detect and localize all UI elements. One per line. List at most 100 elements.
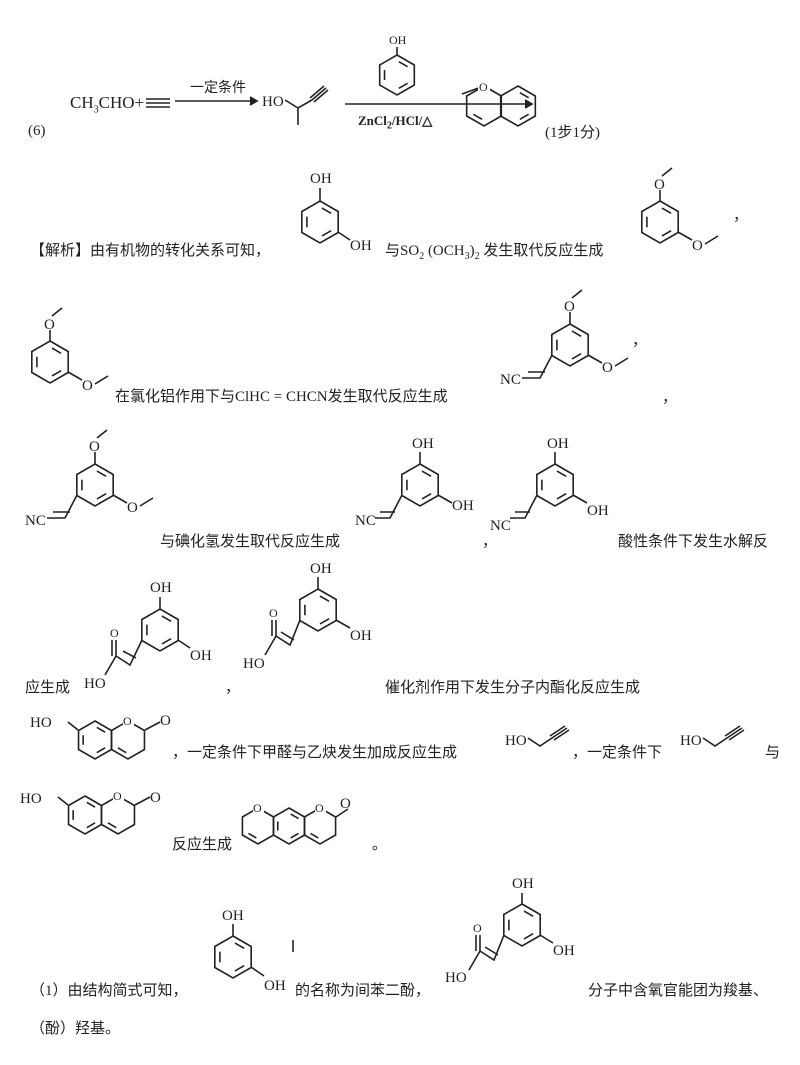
acetylene bbox=[146, 98, 170, 108]
svg-text:O: O bbox=[692, 238, 703, 254]
benzene-ring bbox=[76, 463, 114, 507]
svg-text:HO: HO bbox=[262, 94, 284, 110]
benzene-ring bbox=[641, 200, 679, 244]
svg-text:OH: OH bbox=[512, 876, 534, 892]
svg-text:HO: HO bbox=[30, 715, 52, 731]
benzene-ring bbox=[301, 200, 339, 244]
analysis-line4-a: 应生成 bbox=[25, 680, 71, 696]
svg-text:O: O bbox=[315, 801, 324, 815]
resorcinol-molecule: OH OH bbox=[214, 908, 286, 994]
hydroxycoumarin-molecule: HO O O bbox=[20, 789, 161, 835]
svg-text:OH: OH bbox=[190, 648, 212, 664]
score-note: (1步1分) bbox=[545, 125, 600, 141]
benzene-ring bbox=[499, 85, 537, 127]
svg-text:HO: HO bbox=[680, 733, 702, 749]
svg-text:OH: OH bbox=[310, 171, 332, 187]
benzene-ring bbox=[299, 588, 337, 632]
dihydroxy-cinnamic-acid-molecule: OH OH O HO bbox=[445, 876, 575, 986]
svg-text:O: O bbox=[654, 177, 665, 193]
chromene-product: O bbox=[461, 80, 537, 127]
svg-text:，: ， bbox=[733, 208, 748, 224]
dimethoxybenzene-molecule: O O bbox=[641, 167, 719, 254]
svg-text:O: O bbox=[269, 606, 278, 620]
comma: ， bbox=[482, 534, 498, 550]
svg-text:OH: OH bbox=[547, 436, 569, 452]
svg-text:HO: HO bbox=[20, 791, 42, 807]
benzene-ring bbox=[551, 323, 589, 367]
svg-text:NC: NC bbox=[355, 513, 376, 529]
benzene-ring bbox=[110, 720, 146, 760]
svg-text:O: O bbox=[89, 439, 100, 455]
svg-text:HO: HO bbox=[84, 676, 106, 692]
svg-text:O: O bbox=[123, 714, 132, 728]
analysis-line6-b: 反应生成 bbox=[172, 837, 233, 853]
svg-text:NC: NC bbox=[500, 372, 521, 388]
svg-text:OH: OH bbox=[350, 238, 372, 254]
benzene-ring bbox=[536, 463, 574, 507]
analysis-line6-c: 。 bbox=[372, 837, 388, 853]
benzene-ring bbox=[503, 903, 541, 947]
svg-text:O: O bbox=[253, 801, 262, 815]
dimethoxy-cinnamonitrile-molecule: O O NC bbox=[25, 429, 154, 529]
svg-text:O: O bbox=[479, 80, 488, 94]
svg-text:O: O bbox=[113, 789, 122, 803]
analysis-line2-b: 在氯化铝作用下与ClHC = CHCN发生取代反应生成 bbox=[115, 389, 448, 405]
svg-text:HO: HO bbox=[243, 656, 265, 672]
benzene-ring bbox=[100, 795, 136, 835]
analysis-line3-b: 与碘化氢发生取代反应生成 bbox=[160, 534, 341, 550]
svg-text:O: O bbox=[127, 500, 138, 516]
benzene-ring bbox=[67, 795, 103, 835]
analysis-line5-c: ，一定条件下 bbox=[572, 745, 663, 761]
benzene-ring bbox=[303, 807, 337, 845]
reactant-text: CH3CHO+ bbox=[70, 93, 145, 116]
svg-text:O: O bbox=[160, 713, 171, 729]
dimethoxybenzene-molecule: O O bbox=[31, 307, 109, 394]
svg-text:OH: OH bbox=[264, 978, 286, 994]
dihydroxy-cinnamic-acid-molecule: OH OH O HO bbox=[84, 580, 212, 692]
propargyl-alcohol-molecule: HO bbox=[505, 725, 570, 749]
answer1-line-a: （1）由结构简式可知， bbox=[30, 983, 188, 999]
resorcinol-molecule: OH OH bbox=[301, 171, 372, 254]
svg-text:OH: OH bbox=[350, 628, 372, 644]
svg-text:OH: OH bbox=[222, 908, 244, 924]
answer1-line-c: 分子中含氧官能团为羧基、 bbox=[588, 983, 769, 999]
benzene-ring bbox=[401, 463, 439, 507]
svg-text:HO: HO bbox=[505, 733, 527, 749]
benzene-ring bbox=[214, 935, 252, 979]
svg-text:O: O bbox=[150, 790, 161, 806]
svg-text:NC: NC bbox=[490, 518, 511, 534]
svg-text:OH: OH bbox=[553, 943, 575, 959]
svg-text:O: O bbox=[564, 299, 575, 315]
svg-text:O: O bbox=[44, 317, 55, 333]
condition-2: ZnCl2/HCl/△ bbox=[358, 113, 433, 132]
reaction-arrow-2 bbox=[345, 99, 534, 109]
answer1-line-b: 的名称为间苯二酚， bbox=[295, 983, 431, 999]
butynol-molecule: HO bbox=[262, 85, 329, 125]
analysis-line5-b: ，一定条件下甲醛与乙炔发生加成反应生成 bbox=[172, 745, 458, 761]
svg-text:O: O bbox=[82, 378, 93, 394]
svg-text:O: O bbox=[110, 626, 119, 640]
analysis-line3-c: 酸性条件下发生水解反 bbox=[618, 534, 769, 550]
analysis-line1-b: 与SO2 (OCH3)2 发生取代反应生成 bbox=[385, 243, 604, 262]
hydroxycoumarin-molecule: HO O O bbox=[30, 713, 171, 760]
svg-text:O: O bbox=[340, 796, 351, 812]
svg-text:OH: OH bbox=[412, 436, 434, 452]
svg-text:HO: HO bbox=[445, 970, 467, 986]
svg-text:OH: OH bbox=[310, 561, 332, 577]
analysis-line5-d: 与 bbox=[765, 745, 781, 761]
phenol-molecule: OH bbox=[378, 33, 416, 96]
svg-text:OH: OH bbox=[587, 503, 609, 519]
svg-text:O: O bbox=[602, 360, 613, 376]
answer1-line-d: （酚）羟基。 bbox=[30, 1021, 121, 1037]
dimethoxy-cinnamonitrile-molecule: O O NC bbox=[500, 289, 629, 388]
benzene-ring bbox=[272, 807, 306, 845]
analysis-line4-b: 催化剂作用下发生分子内酯化反应生成 bbox=[385, 680, 641, 696]
dihydroxy-cinnamic-acid-molecule: OH OH O HO bbox=[243, 561, 372, 672]
svg-text:NC: NC bbox=[25, 513, 46, 529]
svg-text:，: ， bbox=[662, 390, 677, 406]
svg-text:O: O bbox=[473, 921, 482, 935]
reaction-arrow-1 bbox=[175, 96, 259, 106]
svg-text:OH: OH bbox=[452, 498, 474, 514]
pyranocoumarin-product: O O O bbox=[241, 796, 351, 845]
